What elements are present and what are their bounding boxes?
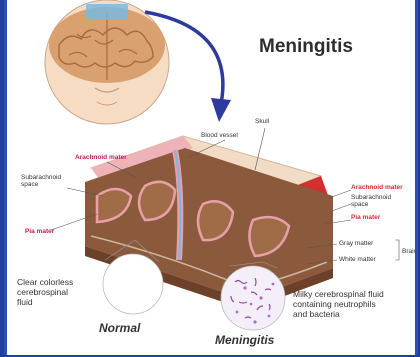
label-subarachnoid-left: Subarachnoid space — [21, 174, 61, 189]
head-illustration — [45, 0, 169, 124]
label-pia-left: Pia mater — [25, 228, 54, 235]
label-gray-matter: Gray matter — [339, 240, 373, 247]
label-subarachnoid-right: Subarachnoid space — [351, 194, 391, 209]
label-blood-vessel: Blood vessel — [201, 132, 238, 139]
diagram-title: Meningitis — [259, 36, 353, 58]
label-brain: Brain — [402, 248, 417, 255]
label-white-matter: White matter — [339, 256, 376, 263]
arrow-head-icon — [211, 98, 231, 122]
label-arachnoid-right: Arachnoid mater — [351, 184, 403, 191]
diagram-panel: Meningitis Skull Blood vessel Arachnoid … — [4, 0, 418, 355]
label-arachnoid-left: Arachnoid mater — [75, 154, 127, 161]
normal-caption: Normal — [99, 322, 140, 336]
normal-description: Clear colorless cerebrospinal fluid — [17, 278, 73, 307]
highlight-box — [86, 4, 128, 20]
meningitis-description: Milky cerebrospinal fluid containing neu… — [293, 290, 384, 319]
meningitis-caption: Meningitis — [215, 334, 274, 348]
label-skull: Skull — [255, 118, 269, 125]
label-pia-right: Pia mater — [351, 214, 380, 221]
